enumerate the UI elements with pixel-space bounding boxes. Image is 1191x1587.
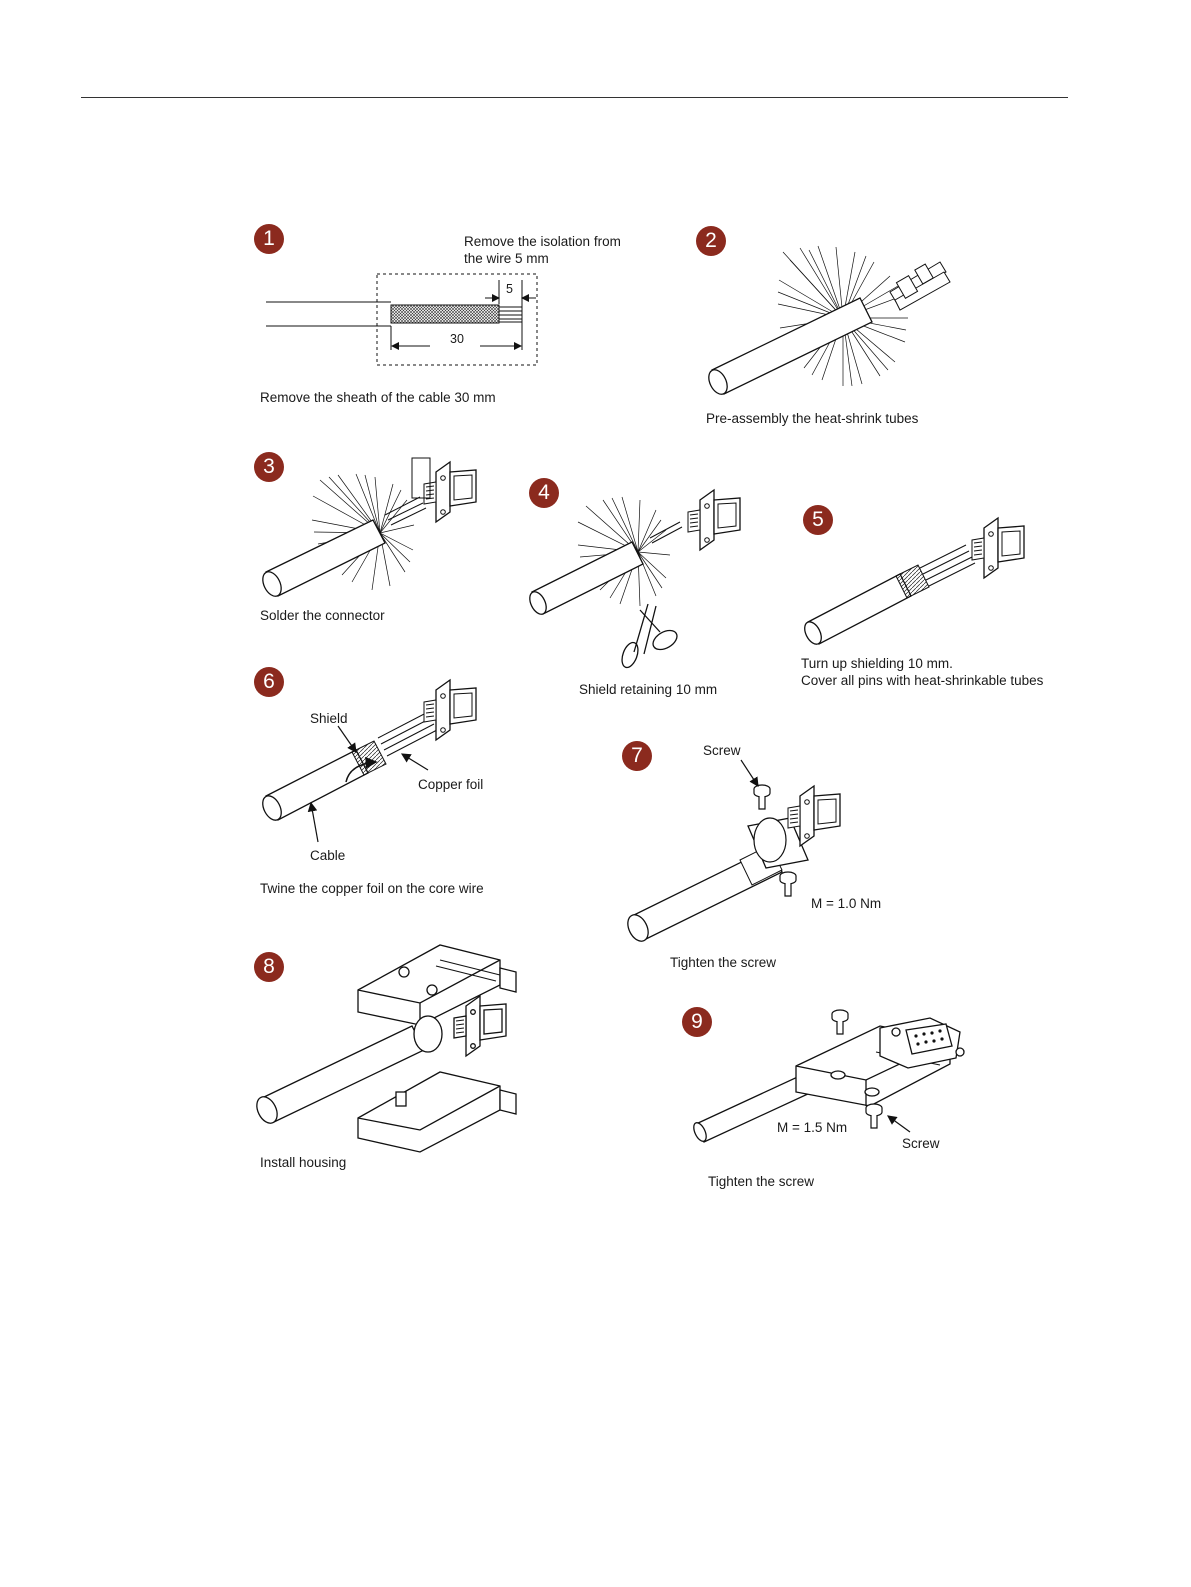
step-4-badge: 4 (529, 478, 559, 508)
step3-figure (262, 457, 477, 597)
step-7-badge: 7 (622, 741, 652, 771)
step-9-label-screw: Screw (902, 1136, 940, 1151)
step-7-label-screw: Screw (703, 743, 741, 758)
step-7-torque: M = 1.0 Nm (811, 896, 882, 911)
step-9-caption: Tighten the screw (708, 1174, 815, 1189)
step-8-badge: 8 (254, 952, 284, 982)
step-1-caption: Remove the sheath of the cable 30 mm (260, 390, 496, 405)
step-3-badge: 3 (254, 452, 284, 482)
step-5-badge: 5 (803, 505, 833, 535)
step-9-badge: 9 (682, 1007, 712, 1037)
step-6-label-cable: Cable (310, 848, 346, 863)
step-4-caption: Shield retaining 10 mm (579, 682, 718, 697)
step2-figure (708, 245, 951, 395)
step-1-dim-small: 5 (506, 282, 513, 296)
step1-figure (266, 273, 538, 366)
step-1-dim-large: 30 (450, 332, 464, 346)
step9-figure (693, 1009, 965, 1143)
step8-figure (256, 944, 517, 1153)
step-6-caption: Twine the copper foil on the core wire (260, 881, 484, 896)
step-5-caption: Turn up shielding 10 mm. Cover all pins … (801, 656, 1044, 688)
step5-figure (804, 517, 1025, 645)
step-3-caption: Solder the connector (260, 608, 385, 623)
step-6-label-copper-foil: Copper foil (418, 777, 484, 792)
step-6-badge: 6 (254, 667, 284, 697)
step-8-caption: Install housing (260, 1155, 347, 1170)
step-1-note: Remove the isolation from the wire 5 mm (464, 234, 621, 266)
step-1-badge: 1 (254, 224, 284, 254)
step-7-caption: Tighten the screw (670, 955, 777, 970)
step7-figure (627, 759, 841, 942)
step4-figure (529, 489, 741, 669)
step-2-badge: 2 (696, 226, 726, 256)
step6-figure (262, 679, 477, 843)
step-9-torque: M = 1.5 Nm (777, 1120, 848, 1135)
step-6-label-shield: Shield (310, 711, 348, 726)
header-rule (81, 97, 1068, 98)
step-2-caption: Pre-assembly the heat-shrink tubes (706, 411, 919, 426)
